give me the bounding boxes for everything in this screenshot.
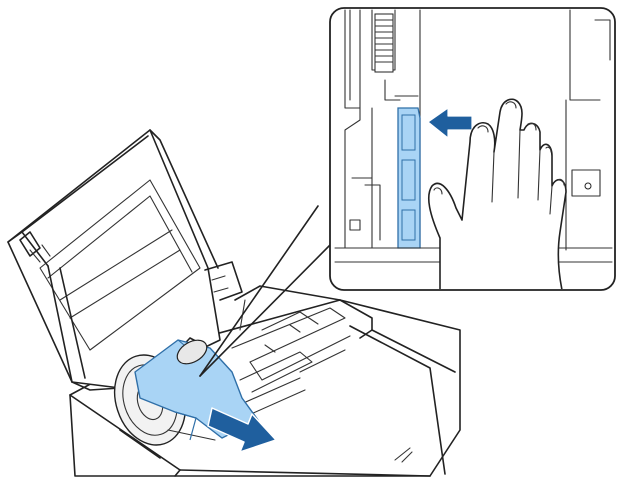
paper-roll-icon bbox=[134, 339, 259, 441]
printer-cover-open bbox=[7, 129, 243, 391]
callout-leader bbox=[199, 205, 336, 377]
gear-icon bbox=[374, 13, 394, 73]
arrow-icon bbox=[207, 407, 277, 453]
hand-icon bbox=[428, 98, 567, 289]
detail-inset bbox=[329, 7, 616, 291]
